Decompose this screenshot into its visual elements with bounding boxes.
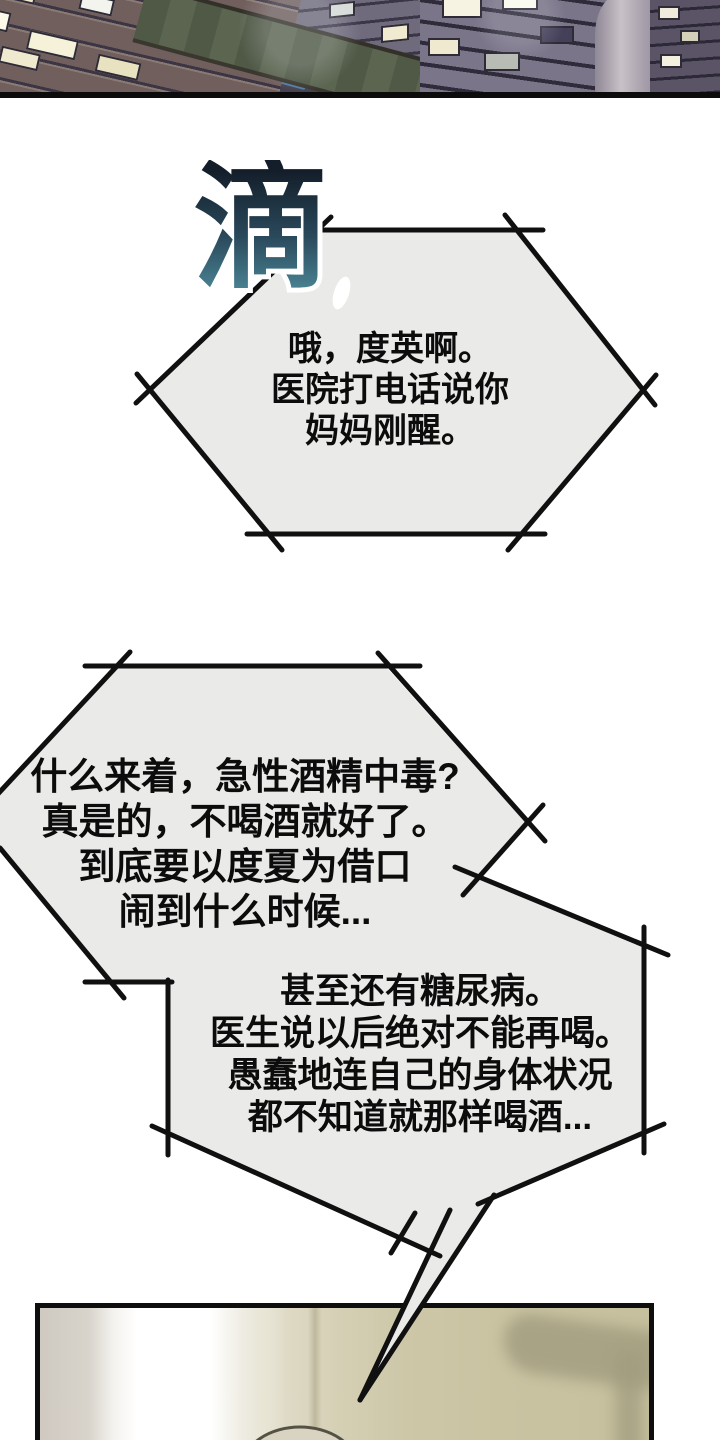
- phone-bubble-1-text: 哦，度英啊。 医院打电话说你 妈妈刚醒。: [240, 329, 540, 452]
- lit-window: [658, 6, 680, 20]
- lit-window: [428, 38, 460, 56]
- sfx-drip-text: 滴: [193, 149, 331, 308]
- bubble-line: 闹到什么时候...: [118, 891, 372, 932]
- bubble-line: 都不知道就那样喝酒...: [247, 1098, 593, 1137]
- bubble-line: 甚至还有糖尿病。: [279, 972, 560, 1011]
- door-edge-line: [307, 1308, 322, 1440]
- lit-window: [680, 30, 700, 43]
- lit-window: [442, 0, 482, 18]
- city-panel: [0, 0, 720, 98]
- corner-pillar: [595, 0, 653, 92]
- bubble-line: 什么来着，急性酒精中毒?: [30, 756, 460, 797]
- bubble-line: 医生说以后绝对不能再喝。: [209, 1014, 630, 1053]
- character-head-outline: [255, 1425, 345, 1440]
- dim-window: [484, 52, 520, 71]
- phone-bubble-2-lower-text: 甚至还有糖尿病。 医生说以后绝对不能再喝。 愚蠢地连自己的身体状况 都不知道就那…: [200, 971, 640, 1139]
- bathroom-panel: [35, 1303, 654, 1440]
- phone-bubble-2-upper-text: 什么来着，急性酒精中毒? 真是的，不喝酒就好了。 到底要以度夏为借口 闹到什么时…: [25, 754, 465, 934]
- lens-flare: [0, 0, 720, 92]
- lit-window: [502, 0, 538, 10]
- lit-window: [660, 54, 682, 68]
- bubble-line: 妈妈刚醒。: [305, 412, 475, 450]
- bubble-line: 医院打电话说你: [271, 371, 509, 409]
- bubble-line: 愚蠢地连自己的身体状况: [227, 1056, 613, 1095]
- bubble-line: 真是的，不喝酒就好了。: [41, 801, 449, 842]
- tower-right-face: [650, 0, 720, 92]
- bubble-line: 哦，度英啊。: [288, 330, 492, 368]
- door-frame-highlight: [259, 1308, 286, 1440]
- bubble-line: 到底要以度夏为借口: [78, 846, 412, 887]
- phone-bubble-1-shape: [150, 230, 643, 534]
- shower-hose-shadow: [615, 1352, 643, 1440]
- sfx-drip-outline: 滴: [188, 155, 335, 302]
- dark-window: [540, 26, 574, 44]
- bubble-outline-lines: [0, 212, 671, 1403]
- phone-bubble-2-shape: [0, 665, 644, 1400]
